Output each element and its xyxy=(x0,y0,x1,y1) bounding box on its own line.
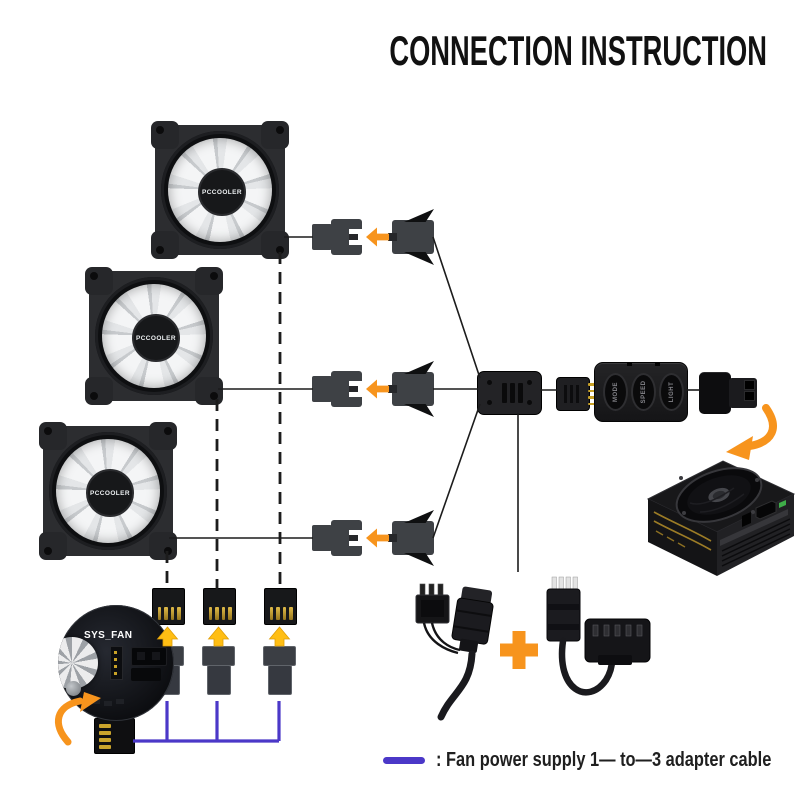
fan-mount-pad xyxy=(85,377,113,405)
cable-plug xyxy=(392,521,434,555)
plug-latch xyxy=(388,233,397,241)
psu-power-connector xyxy=(699,368,757,414)
gold-pin xyxy=(588,383,598,386)
motherboard-inset-photo: SYS_FAN xyxy=(58,605,174,721)
capacitor xyxy=(66,681,81,696)
cable-plug xyxy=(392,220,434,254)
socket-tab xyxy=(349,234,358,240)
fan-mount-pad xyxy=(261,121,289,149)
fan-mount-pad xyxy=(261,231,289,259)
adapter-plug-3 xyxy=(263,646,296,696)
fan-hub-splitter xyxy=(477,371,542,415)
fan-mount-pad xyxy=(151,121,179,149)
fan-header-socket-1 xyxy=(152,588,185,625)
fan-brand-logo: PCCOOLER xyxy=(135,334,177,342)
legend-text: : Fan power supply 1— to—3 adapter cable xyxy=(436,748,772,771)
legend-cable-swatch xyxy=(383,756,425,764)
fan-1: PCCOOLER xyxy=(151,121,289,259)
install-arrow-icons xyxy=(156,626,291,647)
connector-pair-3 xyxy=(312,510,436,566)
sys-fan-label: SYS_FAN xyxy=(84,630,133,641)
fan-hub: PCCOOLER xyxy=(132,314,180,362)
fan-3: PCCOOLER xyxy=(39,422,177,560)
fan-brand-logo: PCCOOLER xyxy=(201,188,243,196)
cable-plug xyxy=(392,372,434,406)
adapter-plug-2 xyxy=(202,646,235,696)
fan-mount-pad xyxy=(149,422,177,450)
socket-tab xyxy=(349,535,358,541)
fan-socket xyxy=(312,525,332,551)
controller-mode-button: MODE xyxy=(603,373,628,411)
fan-2: PCCOOLER xyxy=(85,267,223,405)
adapter-cable-3pin-image xyxy=(415,583,494,721)
psu-arrow-icon xyxy=(726,404,777,460)
cpu-cooler-fan xyxy=(58,637,98,689)
adapter-power-connector xyxy=(94,718,135,754)
socket-tab xyxy=(349,386,358,392)
fan-mount-pad xyxy=(39,422,67,450)
connector-pair-2 xyxy=(312,361,436,417)
connector-pair-1 xyxy=(312,209,436,265)
page-title: CONNECTION INSTRUCTION xyxy=(186,27,767,75)
hub-slot xyxy=(510,383,515,403)
connector-hole xyxy=(744,391,755,401)
controller-speed-button: SPEED xyxy=(631,373,656,411)
plug-latch xyxy=(388,534,397,542)
hub-slot xyxy=(518,383,523,403)
fan-socket xyxy=(312,224,332,250)
motherboard-connector xyxy=(131,668,161,681)
fan-hub: PCCOOLER xyxy=(198,168,246,216)
fan-header-socket-3 xyxy=(264,588,297,625)
sys-fan-header xyxy=(110,646,123,680)
fan-mount-pad xyxy=(195,377,223,405)
fan-brand-logo: PCCOOLER xyxy=(89,489,131,497)
motherboard-connector xyxy=(131,647,167,666)
fan-mount-pad xyxy=(39,532,67,560)
fan-hub: PCCOOLER xyxy=(86,469,134,517)
psu-image xyxy=(646,460,796,576)
gold-pin xyxy=(588,396,598,399)
hub-slot xyxy=(502,383,507,403)
plus-icon xyxy=(500,631,538,669)
adapter-cable-argb-image xyxy=(546,576,651,696)
fan-mount-pad xyxy=(151,231,179,259)
legend: : Fan power supply 1— to—3 adapter cable xyxy=(383,745,800,775)
fan-header-socket-2 xyxy=(203,588,236,625)
page-title-text: CONNECTION INSTRUCTION xyxy=(389,27,767,74)
gold-pin xyxy=(588,389,598,392)
fan-mount-pad xyxy=(195,267,223,295)
gold-pin xyxy=(588,402,598,405)
fan-socket xyxy=(312,376,332,402)
power-cable-purple-lines xyxy=(133,701,281,743)
plug-latch xyxy=(388,385,397,393)
fan-mount-pad xyxy=(149,532,177,560)
four-pin-connector xyxy=(556,377,598,411)
connector-hole xyxy=(744,380,755,390)
controller-light-button: LIGHT xyxy=(659,373,684,411)
fan-mount-pad xyxy=(85,267,113,295)
rgb-controller: MODE SPEED LIGHT xyxy=(594,362,688,422)
